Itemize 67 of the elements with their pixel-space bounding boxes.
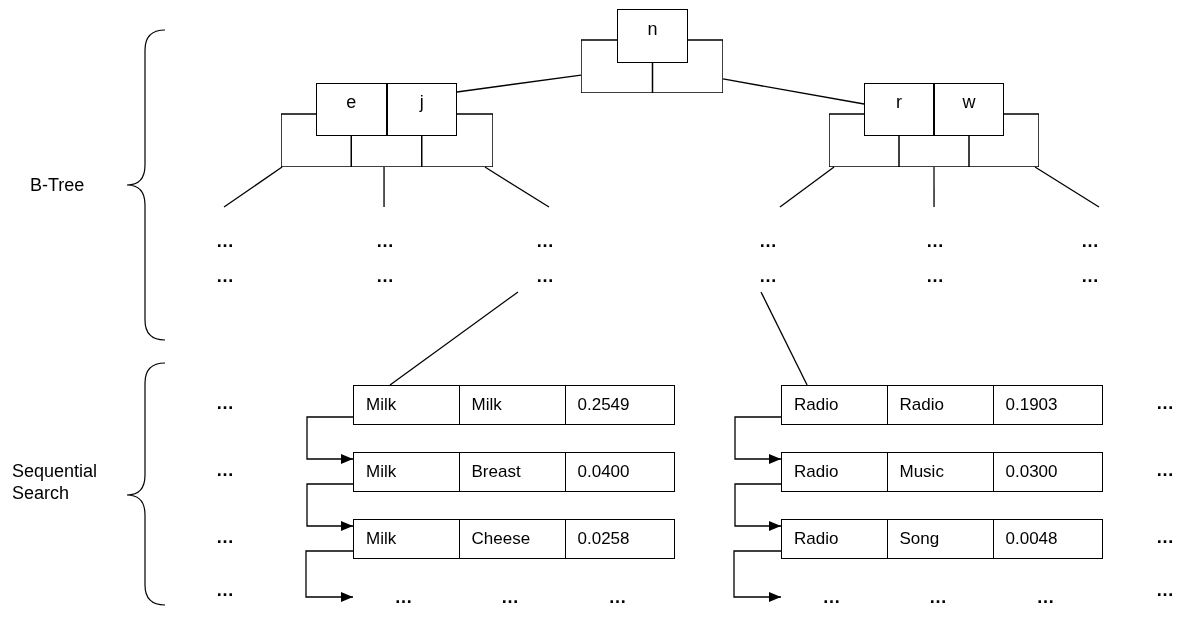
record-field: Music [886, 452, 994, 492]
ellipsis: … [822, 587, 841, 607]
ellipsis: … [1156, 526, 1174, 548]
record-field: Breast [458, 452, 566, 492]
connector-line [456, 74, 582, 93]
record-field: Radio [781, 519, 888, 559]
ellipsis: … [926, 231, 944, 251]
section-label: Sequential Search [12, 460, 99, 504]
record-field: 0.2549 [564, 385, 675, 425]
ellipsis: … [394, 587, 413, 607]
key-field: e [316, 83, 387, 136]
ellipsis: … [216, 579, 234, 601]
arrow [734, 483, 782, 531]
arrow [306, 416, 354, 464]
connector-line [383, 166, 385, 208]
record-field: Radio [781, 385, 888, 425]
record-field: 0.1903 [992, 385, 1103, 425]
ellipsis: … [759, 266, 777, 286]
connector-line [760, 291, 808, 386]
ellipsis: … [216, 231, 234, 251]
record-field: Milk [458, 385, 566, 425]
ellipsis: … [1081, 231, 1099, 251]
record-field: 0.0048 [992, 519, 1103, 559]
ellipsis: … [608, 587, 627, 607]
ellipsis: … [759, 231, 777, 251]
ellipsis: … [1156, 459, 1174, 481]
ellipsis: … [216, 266, 234, 286]
ellipsis: … [216, 392, 234, 414]
arrow [734, 416, 782, 464]
arrow [306, 483, 354, 531]
record-field: Milk [353, 519, 460, 559]
connector-line [722, 78, 865, 105]
record-field: 0.0258 [564, 519, 675, 559]
ellipsis: … [216, 459, 234, 481]
connector-line [1034, 166, 1100, 208]
connector-line [779, 166, 835, 208]
ellipsis: … [1081, 266, 1099, 286]
connector-line [484, 166, 550, 208]
ellipsis: … [1156, 579, 1174, 601]
key-field: r [864, 83, 934, 136]
record-field: 0.0400 [564, 452, 675, 492]
ellipsis: … [1156, 392, 1174, 414]
ellipsis: … [536, 231, 554, 251]
record-field: Milk [353, 385, 460, 425]
arrow [733, 550, 782, 602]
key-field: w [934, 83, 1004, 136]
record-field: Milk [353, 452, 460, 492]
connector-line [389, 291, 519, 386]
record-field: Song [886, 519, 994, 559]
record-field: Cheese [458, 519, 566, 559]
ellipsis: … [376, 266, 394, 286]
key-field: n [617, 9, 688, 63]
record-field: Radio [781, 452, 888, 492]
key-field: j [386, 83, 457, 136]
connector-line [223, 166, 283, 208]
ellipsis: … [536, 266, 554, 286]
record-field: Radio [886, 385, 994, 425]
ellipsis: … [501, 587, 519, 607]
ellipsis: … [376, 231, 394, 251]
record-field: 0.0300 [992, 452, 1103, 492]
connector-line [933, 166, 935, 208]
ellipsis: … [216, 526, 234, 548]
ellipsis: … [929, 587, 947, 607]
ellipsis: … [1036, 587, 1055, 607]
section-label: B-Tree [30, 174, 86, 196]
ellipsis: … [926, 266, 944, 286]
arrow [305, 550, 354, 602]
